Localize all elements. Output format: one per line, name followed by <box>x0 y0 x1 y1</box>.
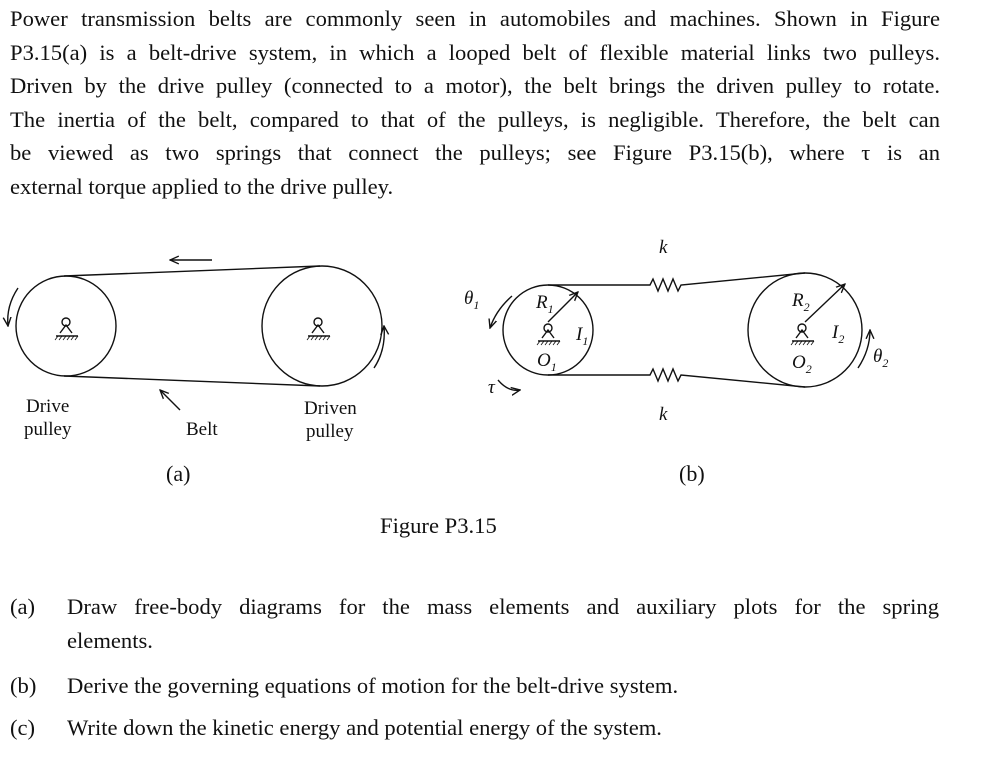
diagram-a <box>8 260 385 411</box>
i1-label: I1 <box>575 324 588 348</box>
bottom-spring-icon <box>548 367 806 388</box>
driven-pivot-icon <box>790 323 815 346</box>
intro-line: external torque applied to the drive pul… <box>10 173 394 199</box>
figure-p3-15: Drive pulley Belt Driven pulley (a) <box>0 237 888 486</box>
drive-rotation-arrow-icon <box>8 287 19 326</box>
radius-r1-arrow-icon <box>547 292 578 323</box>
subfigure-b-label: (b) <box>679 461 705 486</box>
theta1-rotation-arrow-icon <box>490 295 513 328</box>
drive-pivot-icon <box>54 317 79 341</box>
belt-label: Belt <box>186 419 218 440</box>
i2-label: I2 <box>831 322 844 346</box>
question-label: (a) <box>10 594 36 619</box>
labels-a: Drive pulley Belt Driven pulley (a) <box>24 396 357 486</box>
radius-r2-arrow-icon <box>804 284 845 323</box>
o1-label: O1 <box>537 350 557 374</box>
k-top-label: k <box>659 237 668 258</box>
question-text: Derive the governing equations of motion… <box>67 673 679 698</box>
top-spring-icon <box>548 272 806 293</box>
labels-b: θ1 k k R1 I1 O1 τ R2 I2 O2 θ2 (b) <box>464 237 888 486</box>
r2-label: R2 <box>791 290 810 314</box>
drive-pulley-label: pulley <box>24 419 72 440</box>
drive-pivot-icon <box>536 323 561 346</box>
belt-leader-arrow-icon <box>160 390 181 411</box>
drive-pulley-label: Drive <box>26 396 69 417</box>
theta2-label: θ2 <box>873 346 888 370</box>
torque-arrow-icon <box>497 379 520 390</box>
intro-line: Power transmission belts are commonly se… <box>10 6 940 31</box>
k-bottom-label: k <box>659 404 668 425</box>
intro-line: P3.15(a) is a belt-drive system, in whic… <box>10 39 940 65</box>
theta1-label: θ1 <box>464 288 479 312</box>
o2-label: O2 <box>792 352 812 376</box>
question-label: (b) <box>10 673 37 698</box>
driven-pivot-icon <box>306 317 331 341</box>
question-label: (c) <box>10 715 36 740</box>
intro-line: Driven by the drive pulley (connected to… <box>10 73 940 99</box>
diagram-b <box>490 272 870 390</box>
driven-pulley-label: Driven <box>304 398 357 419</box>
belt-bottom <box>63 375 321 387</box>
question-text: Write down the kinetic energy and potent… <box>67 715 662 740</box>
driven-pulley-label: pulley <box>306 421 354 442</box>
subfigure-a-label: (a) <box>166 461 190 486</box>
figure-caption: Figure P3.15 <box>380 513 497 538</box>
question-line: elements. <box>67 627 153 653</box>
driven-rotation-arrow-icon <box>373 326 384 369</box>
belt-top <box>63 265 321 277</box>
problem-statement: Power transmission belts are commonly se… <box>10 2 940 204</box>
tau-label: τ <box>488 377 496 398</box>
question-text: Draw free-body diagrams for the mass ele… <box>67 590 939 657</box>
question-line: Draw free-body diagrams for the mass ele… <box>67 594 939 619</box>
driven-pulley <box>261 265 383 387</box>
intro-line: The inertia of the belt, compared to tha… <box>10 106 940 132</box>
theta2-rotation-arrow-icon <box>857 330 870 369</box>
intro-line: be viewed as two springs that connect th… <box>10 140 940 166</box>
r1-label: R1 <box>535 292 554 316</box>
